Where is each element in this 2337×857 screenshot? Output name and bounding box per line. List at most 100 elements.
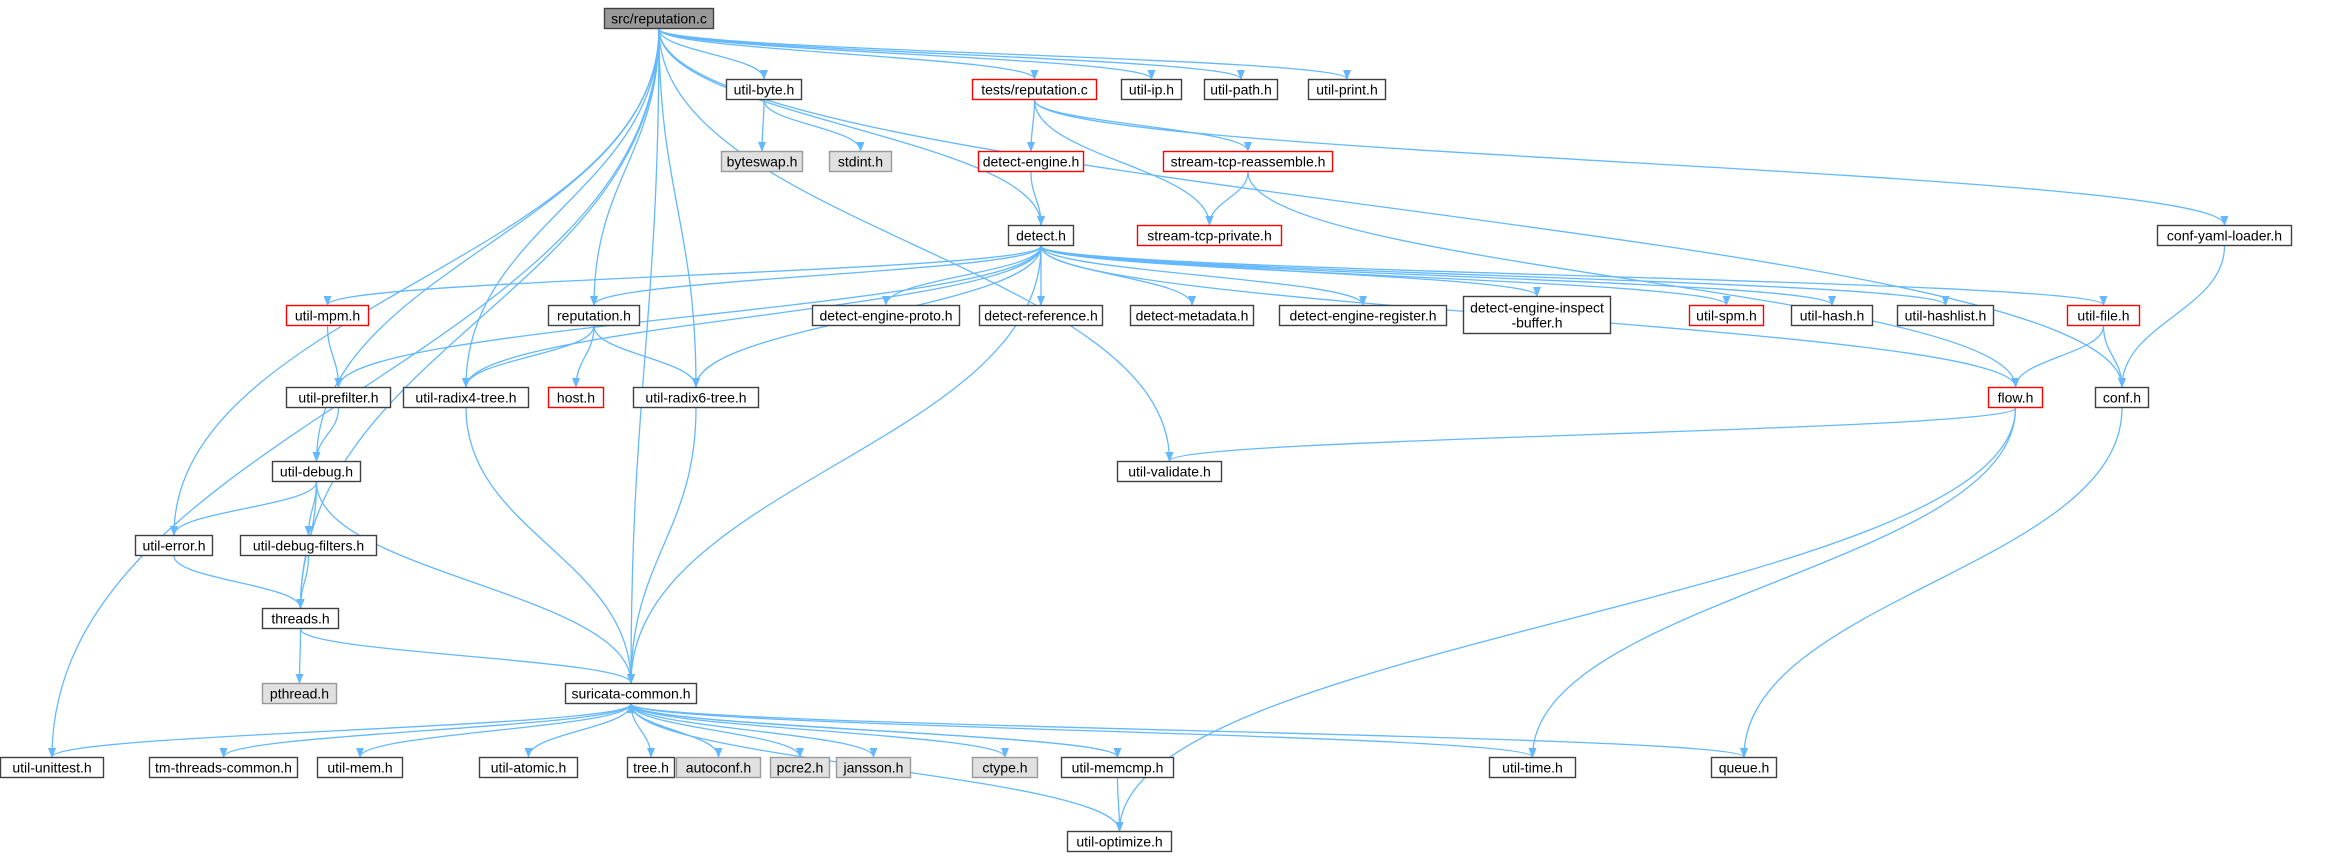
node-util-byte[interactable]: util-byte.h [725, 78, 803, 101]
node-box [603, 7, 715, 30]
node-label: ctype.h [982, 760, 1027, 776]
node-util-optimize[interactable]: util-optimize.h [1066, 830, 1173, 853]
node-label: suricata-common.h [571, 686, 690, 702]
edge-suricata-common-to-util-mem [356, 703, 632, 758]
node-util-validate[interactable]: util-validate.h [1116, 460, 1223, 483]
node-util-path[interactable]: util-path.h [1203, 78, 1279, 101]
edge-suricata-common-to-ctype [630, 703, 1009, 758]
edge-suricata-common-to-util-atomic [524, 703, 632, 758]
edge-flow-to-util-validate [1165, 407, 2017, 462]
node-detect-engine[interactable]: detect-engine.h [977, 150, 1085, 173]
node-label: util-mpm.h [295, 308, 360, 324]
node-util-unittest[interactable]: util-unittest.h [0, 756, 105, 779]
node-queue[interactable]: queue.h [1710, 756, 1778, 779]
edge-util-memcmp-to-suricata-common [627, 703, 1119, 758]
node-label: detect.h [1016, 228, 1066, 244]
node-util-mpm[interactable]: util-mpm.h [285, 304, 370, 327]
node-box [971, 756, 1039, 779]
node-label: util-time.h [1502, 760, 1563, 776]
node-util-file[interactable]: util-file.h [2066, 304, 2141, 327]
node-label: byteswap.h [727, 154, 798, 170]
node-util-radix6-tree[interactable]: util-radix6-tree.h [632, 386, 760, 409]
node-util-radix4-tree[interactable]: util-radix4-tree.h [402, 386, 530, 409]
node-label: util-byte.h [734, 82, 795, 98]
node-box [285, 386, 392, 409]
node-util-prefilter[interactable]: util-prefilter.h [285, 386, 392, 409]
node-label: tm-threads-common.h [155, 760, 292, 776]
node-box [978, 304, 1104, 327]
node-label: queue.h [1719, 760, 1770, 776]
node-detect[interactable]: detect.h [1007, 224, 1075, 247]
edge-detect-to-util-file [1040, 245, 2108, 306]
node-detect-engine-proto[interactable]: detect-engine-proto.h [811, 304, 961, 327]
node-box [626, 756, 676, 779]
node-stream-tcp-private[interactable]: stream-tcp-private.h [1136, 224, 1283, 247]
node-detect-reference[interactable]: detect-reference.h [978, 304, 1104, 327]
node-util-debug[interactable]: util-debug.h [271, 460, 362, 483]
node-flow[interactable]: flow.h [1987, 386, 2044, 409]
node-box [971, 78, 1098, 101]
node-conf[interactable]: conf.h [2094, 386, 2150, 409]
edge-threads-to-suricata-common [299, 628, 635, 684]
node-reputation-h[interactable]: reputation.h [547, 304, 641, 327]
node-util-memcmp[interactable]: util-memcmp.h [1060, 756, 1175, 779]
edge-threads-to-pthread [295, 628, 304, 684]
node-label: stream-tcp-private.h [1147, 228, 1271, 244]
node-jansson: jansson.h [835, 756, 912, 779]
node-tests-reputation[interactable]: tests/reputation.c [971, 78, 1098, 101]
node-util-time[interactable]: util-time.h [1488, 756, 1577, 779]
node-reputation-c[interactable]: src/reputation.c [603, 7, 715, 30]
node-util-ip[interactable]: util-ip.h [1120, 78, 1183, 101]
node-util-hash[interactable]: util-hash.h [1790, 304, 1874, 327]
edge-detect-to-detect-engine-register [1040, 245, 1367, 306]
node-detect-metadata[interactable]: detect-metadata.h [1129, 304, 1255, 327]
edge-util-error-to-threads [173, 555, 305, 609]
node-box [2066, 304, 2141, 327]
node-box [1007, 224, 1075, 247]
node-label: jansson.h [843, 760, 904, 776]
edge-reputation-c-to-util-radix4-tree [462, 28, 660, 388]
node-threads[interactable]: threads.h [261, 607, 340, 630]
edge-suricata-common-to-jansson [630, 703, 878, 758]
node-box [1710, 756, 1778, 779]
node-label: detect-reference.h [984, 308, 1098, 324]
node-tm-threads-common[interactable]: tm-threads-common.h [148, 756, 299, 779]
node-util-spm[interactable]: util-spm.h [1688, 304, 1765, 327]
node-box [261, 607, 340, 630]
node-util-mem[interactable]: util-mem.h [316, 756, 404, 779]
node-label: stdint.h [838, 154, 883, 170]
edge-reputation-c-to-util-path [658, 28, 1245, 80]
node-box [1987, 386, 2044, 409]
edge-util-debug-filters-to-threads [296, 555, 310, 609]
node-label: util-error.h [142, 538, 205, 554]
node-stream-tcp-reassemble[interactable]: stream-tcp-reassemble.h [1162, 150, 1334, 173]
edge-detect-to-detect-metadata [1040, 245, 1196, 306]
node-box [1066, 830, 1173, 853]
node-label: host.h [557, 390, 595, 406]
node-host[interactable]: host.h [547, 386, 605, 409]
node-util-atomic[interactable]: util-atomic.h [478, 756, 579, 779]
node-util-debug-filters[interactable]: util-debug-filters.h [239, 534, 378, 557]
node-suricata-common[interactable]: suricata-common.h [564, 682, 698, 705]
node-stdint: stdint.h [828, 150, 893, 173]
node-box [1129, 304, 1255, 327]
edge-reputation-c-to-reputation-h [590, 28, 660, 306]
node-util-error[interactable]: util-error.h [134, 534, 214, 557]
edge-tests-reputation-to-stream-tcp-reassemble [1033, 99, 1252, 152]
node-label: util-optimize.h [1076, 834, 1162, 850]
node-util-hashlist[interactable]: util-hashlist.h [1896, 304, 1995, 327]
edge-suricata-common-to-tm-threads-common [219, 703, 632, 758]
node-conf-yaml-loader[interactable]: conf-yaml-loader.h [2156, 224, 2293, 247]
node-label: util-hashlist.h [1905, 308, 1987, 324]
node-box [1790, 304, 1874, 327]
node-util-print[interactable]: util-print.h [1307, 78, 1387, 101]
edge-suricata-common-to-pcre2 [630, 703, 804, 758]
node-box [261, 682, 338, 705]
node-detect-engine-inspect-buffer[interactable]: detect-engine-inspect-buffer.h [1462, 295, 1612, 335]
node-detect-engine-register[interactable]: detect-engine-register.h [1278, 304, 1448, 327]
node-autoconf: autoconf.h [675, 756, 762, 779]
edge-reputation-c-to-conf [658, 28, 2126, 388]
node-label: conf-yaml-loader.h [2167, 228, 2282, 244]
node-tree[interactable]: tree.h [626, 756, 676, 779]
node-box [134, 534, 214, 557]
